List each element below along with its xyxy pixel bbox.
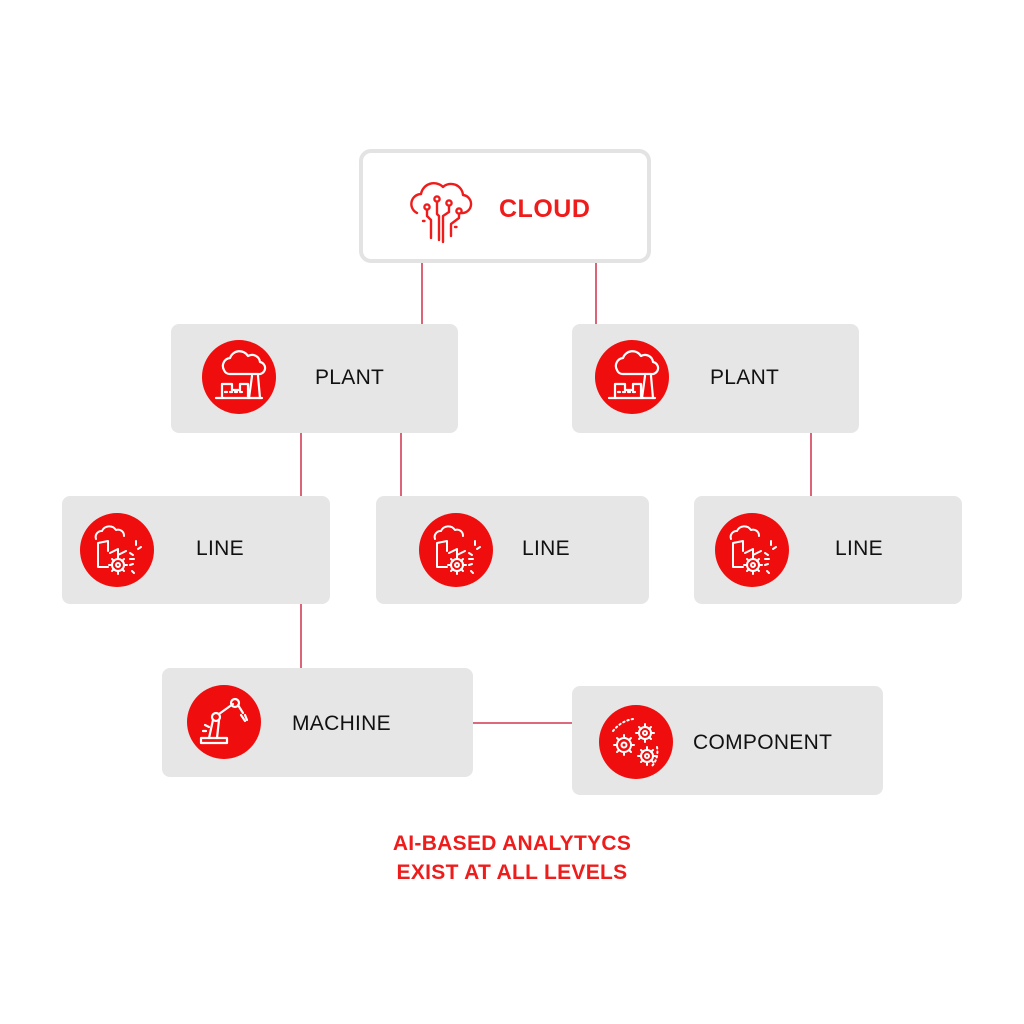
factory-gear-icon <box>419 513 493 587</box>
line-node-1: LINE <box>62 496 330 604</box>
gears-icon <box>599 705 673 779</box>
factory-icon <box>595 340 669 414</box>
caption-line-2: EXIST AT ALL LEVELS <box>396 861 628 884</box>
factory-gear-icon <box>80 513 154 587</box>
robot-arm-icon <box>187 685 261 759</box>
cloud-circuit-icon <box>410 182 473 244</box>
plant-node-left: PLANT <box>171 324 458 433</box>
cloud-node: CLOUD <box>359 149 651 263</box>
line-label-3: LINE <box>835 537 883 560</box>
line-node-3: LINE <box>694 496 962 604</box>
plant-node-right: PLANT <box>572 324 859 433</box>
caption: AI-BASED ANALYTYCS EXIST AT ALL LEVELS <box>0 829 1024 887</box>
component-node: COMPONENT <box>572 686 883 795</box>
plant-label-left: PLANT <box>315 366 385 389</box>
component-label: COMPONENT <box>693 731 833 754</box>
caption-line-1: AI-BASED ANALYTYCS <box>392 832 632 855</box>
cloud-label: CLOUD <box>499 195 591 223</box>
line-label-1: LINE <box>196 537 244 560</box>
factory-gear-icon <box>715 513 789 587</box>
factory-icon <box>202 340 276 414</box>
line-label-2: LINE <box>522 537 570 560</box>
plant-label-right: PLANT <box>710 366 780 389</box>
machine-label: MACHINE <box>292 712 391 735</box>
line-node-2: LINE <box>376 496 649 604</box>
machine-node: MACHINE <box>162 668 473 777</box>
